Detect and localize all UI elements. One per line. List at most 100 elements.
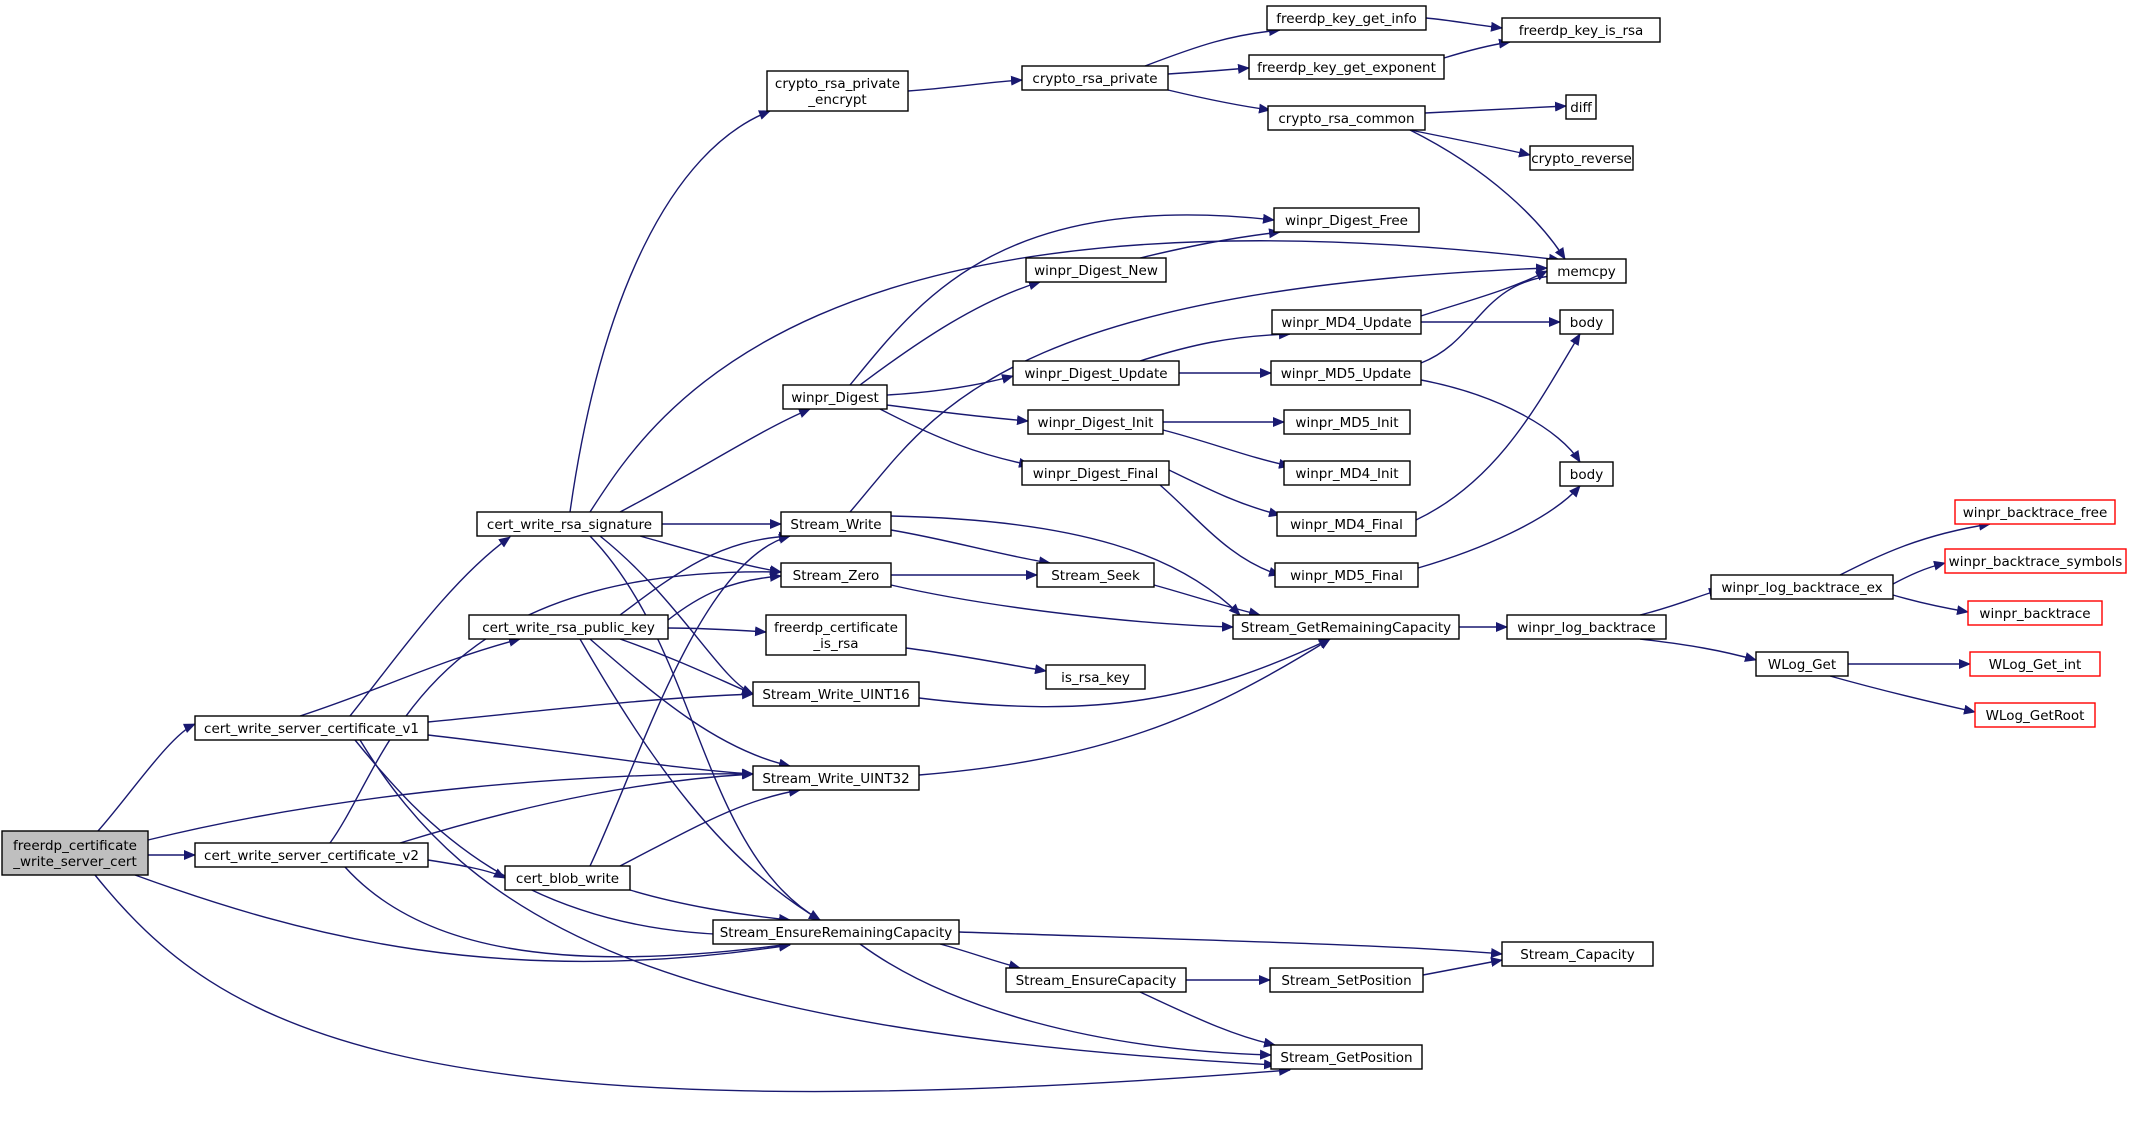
node-box[interactable]	[782, 384, 888, 410]
node-bt_sym[interactable]: winpr_backtrace_symbols	[1944, 548, 2127, 574]
node-box[interactable]	[752, 765, 920, 791]
node-blob[interactable]: cert_blob_write	[504, 865, 631, 891]
node-memcpy[interactable]: memcpy	[1546, 258, 1627, 284]
node-box[interactable]	[1027, 409, 1164, 435]
node-box[interactable]	[1025, 257, 1167, 283]
node-is_rsa[interactable]: freerdp_certificate_is_rsa	[765, 614, 907, 656]
node-ensure_cap[interactable]: Stream_EnsureCapacity	[1005, 967, 1187, 993]
node-seek[interactable]: Stream_Seek	[1036, 562, 1155, 588]
node-md4f[interactable]: winpr_MD4_Final	[1276, 511, 1417, 537]
node-md5u[interactable]: winpr_MD5_Update	[1270, 360, 1422, 386]
node-wlog_root[interactable]: WLog_GetRoot	[1974, 702, 2096, 728]
node-dfree[interactable]: winpr_Digest_Free	[1273, 207, 1420, 233]
node-u16[interactable]: Stream_Write_UINT16	[752, 681, 920, 707]
node-u32[interactable]: Stream_Write_UINT32	[752, 765, 920, 791]
node-s_zero[interactable]: Stream_Zero	[780, 562, 892, 588]
node-rsa_pub[interactable]: cert_write_rsa_public_key	[468, 614, 669, 640]
node-box[interactable]	[1270, 1044, 1423, 1070]
node-box[interactable]	[1969, 651, 2101, 677]
node-box[interactable]	[1529, 145, 1634, 171]
node-getrem[interactable]: Stream_GetRemainingCapacity	[1232, 614, 1460, 640]
node-box[interactable]	[1274, 562, 1419, 588]
node-reverse[interactable]: crypto_reverse	[1529, 145, 1634, 171]
node-getpos[interactable]: Stream_GetPosition	[1270, 1044, 1423, 1070]
node-box[interactable]	[1755, 651, 1849, 677]
node-box[interactable]	[1559, 461, 1614, 487]
node-root[interactable]: freerdp_certificate_write_server_cert	[1, 830, 149, 876]
node-box[interactable]	[1012, 360, 1180, 386]
node-box[interactable]	[1021, 460, 1170, 486]
node-ensure_rem[interactable]: Stream_EnsureRemainingCapacity	[712, 919, 960, 945]
node-bt[interactable]: winpr_backtrace	[1967, 600, 2103, 626]
node-body1[interactable]: body	[1559, 309, 1614, 335]
node-dfinal[interactable]: winpr_Digest_Final	[1021, 460, 1170, 486]
node-priv_enc[interactable]: crypto_rsa_private_encrypt	[766, 70, 909, 112]
node-box[interactable]	[765, 614, 907, 656]
node-dupdate[interactable]: winpr_Digest_Update	[1012, 360, 1180, 386]
node-box[interactable]	[766, 70, 909, 112]
node-wlog_get[interactable]: WLog_Get	[1755, 651, 1849, 677]
node-logbt[interactable]: winpr_log_backtrace	[1506, 614, 1667, 640]
node-key_exp[interactable]: freerdp_key_get_exponent	[1248, 54, 1445, 80]
node-box[interactable]	[476, 511, 663, 537]
node-is_rsa_key[interactable]: is_rsa_key	[1045, 664, 1146, 690]
node-rsa_sig[interactable]: cert_write_rsa_signature	[476, 511, 663, 537]
node-box[interactable]	[1266, 5, 1427, 31]
node-dnew[interactable]: winpr_Digest_New	[1025, 257, 1167, 283]
node-box[interactable]	[1546, 258, 1627, 284]
node-box[interactable]	[1, 830, 149, 876]
node-v1[interactable]: cert_write_server_certificate_v1	[194, 715, 429, 741]
node-box[interactable]	[1036, 562, 1155, 588]
node-box[interactable]	[1501, 941, 1654, 967]
node-bt_free[interactable]: winpr_backtrace_free	[1954, 499, 2116, 525]
node-box[interactable]	[1269, 967, 1424, 993]
node-md5i[interactable]: winpr_MD5_Init	[1283, 409, 1411, 435]
node-rsa_common[interactable]: crypto_rsa_common	[1267, 105, 1426, 131]
node-box[interactable]	[1559, 309, 1614, 335]
node-box[interactable]	[1005, 967, 1187, 993]
node-box[interactable]	[1283, 409, 1411, 435]
node-box[interactable]	[1271, 309, 1422, 335]
node-key_is_rsa[interactable]: freerdp_key_is_rsa	[1501, 17, 1661, 43]
node-box[interactable]	[780, 562, 892, 588]
node-md4i[interactable]: winpr_MD4_Init	[1283, 460, 1411, 486]
node-box[interactable]	[194, 715, 429, 741]
node-md5f[interactable]: winpr_MD5_Final	[1274, 562, 1419, 588]
node-v2[interactable]: cert_write_server_certificate_v2	[194, 842, 429, 868]
node-rsa_private[interactable]: crypto_rsa_private	[1021, 65, 1169, 91]
node-box[interactable]	[468, 614, 669, 640]
node-box[interactable]	[1710, 574, 1894, 600]
node-box[interactable]	[1232, 614, 1460, 640]
node-box[interactable]	[1974, 702, 2096, 728]
node-box[interactable]	[1045, 664, 1146, 690]
node-diff[interactable]: diff	[1565, 94, 1597, 120]
node-box[interactable]	[1021, 65, 1169, 91]
node-box[interactable]	[752, 681, 920, 707]
node-md4u[interactable]: winpr_MD4_Update	[1271, 309, 1422, 335]
node-body2[interactable]: body	[1559, 461, 1614, 487]
node-box[interactable]	[1967, 600, 2103, 626]
node-box[interactable]	[1954, 499, 2116, 525]
node-box[interactable]	[1273, 207, 1420, 233]
node-wlog_int[interactable]: WLog_Get_int	[1969, 651, 2101, 677]
node-dinit[interactable]: winpr_Digest_Init	[1027, 409, 1164, 435]
node-key_info[interactable]: freerdp_key_get_info	[1266, 5, 1427, 31]
node-box[interactable]	[1267, 105, 1426, 131]
node-s_write[interactable]: Stream_Write	[780, 511, 892, 537]
node-box[interactable]	[1248, 54, 1445, 80]
node-box[interactable]	[504, 865, 631, 891]
node-box[interactable]	[712, 919, 960, 945]
node-box[interactable]	[1506, 614, 1667, 640]
node-box[interactable]	[780, 511, 892, 537]
node-logbtex[interactable]: winpr_log_backtrace_ex	[1710, 574, 1894, 600]
node-box[interactable]	[1501, 17, 1661, 43]
node-setpos[interactable]: Stream_SetPosition	[1269, 967, 1424, 993]
node-box[interactable]	[1283, 460, 1411, 486]
node-box[interactable]	[1270, 360, 1422, 386]
node-box[interactable]	[1276, 511, 1417, 537]
node-box[interactable]	[194, 842, 429, 868]
node-box[interactable]	[1565, 94, 1597, 120]
node-capacity[interactable]: Stream_Capacity	[1501, 941, 1654, 967]
node-digest[interactable]: winpr_Digest	[782, 384, 888, 410]
node-box[interactable]	[1944, 548, 2127, 574]
